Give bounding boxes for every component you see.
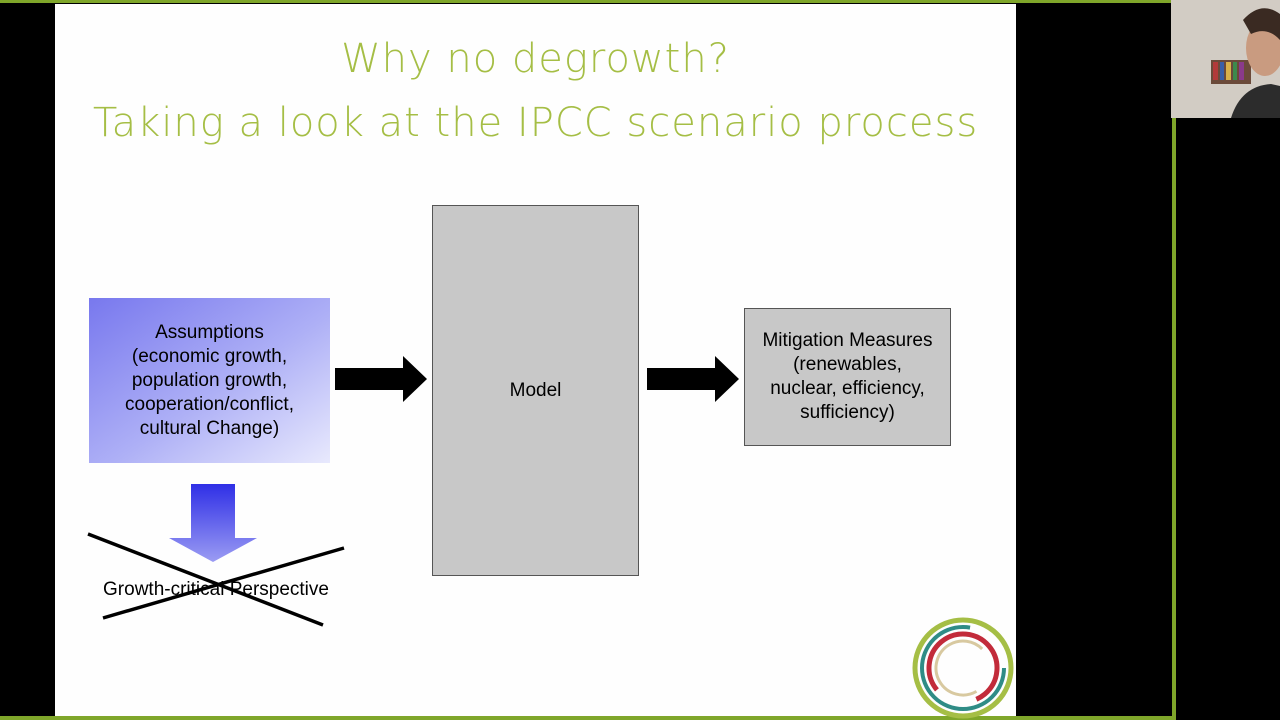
slide-title-line-2: Taking a look at the IPCC scenario proce… [92,100,979,146]
webcam-image [1171,0,1280,118]
circle-rings-logo [912,617,1014,719]
presentation-slide: Why no degrowth? Taking a look at the IP… [55,4,1016,719]
assumptions-text: Assumptions (economic growth, population… [125,321,294,439]
mitigation-measures-text: Mitigation Measures (renewables, nuclear… [762,330,933,423]
model-box: Model [432,205,639,576]
webcam-video [1171,0,1280,118]
frame-top-border [0,0,1176,3]
slide-title-line-1: Why no degrowth? [341,36,730,82]
right-arrow-icon [335,356,427,402]
mitigation-measures-box: Mitigation Measures (renewables, nuclear… [744,308,951,446]
right-arrow-icon [647,356,739,402]
cross-out-icon [87,532,345,627]
assumptions-box: Assumptions (economic growth, population… [89,298,330,463]
model-label: Model [509,379,562,401]
growth-critical-perspective-label: Growth-critical Perspective [103,579,329,600]
frame-right-border [1172,0,1176,720]
down-arrow-icon [169,484,257,562]
frame-bottom-border [0,716,1176,720]
